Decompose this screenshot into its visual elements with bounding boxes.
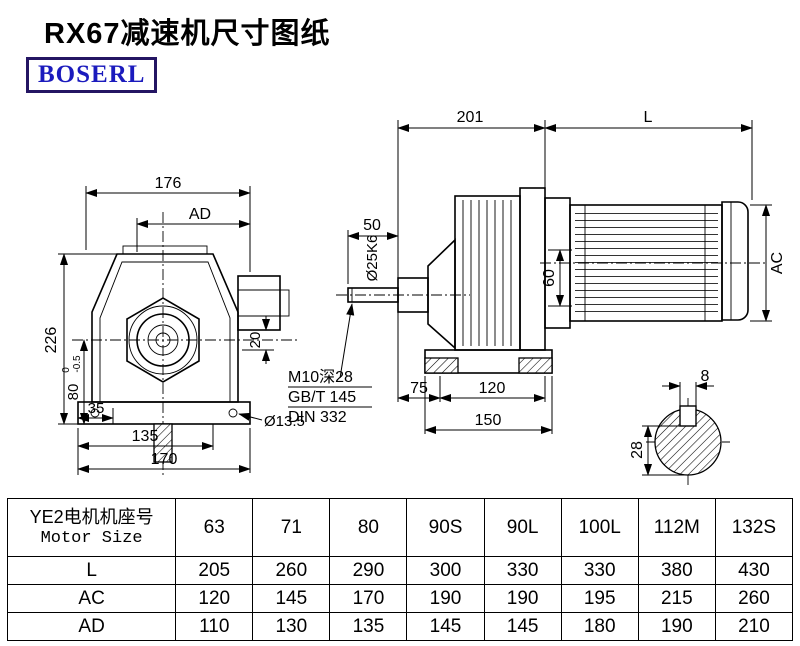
dimension-table: YE2电机机座号 Motor Size 63 71 80 90S 90L 100… bbox=[6, 498, 794, 641]
dim-50-label: 50 bbox=[363, 217, 381, 234]
dim-ad-label: AD bbox=[189, 206, 211, 223]
dim-150-label: 150 bbox=[475, 412, 502, 429]
table-cell: 330 bbox=[560, 556, 639, 585]
col-header-80: 80 bbox=[329, 498, 408, 557]
table-header-row: YE2电机机座号 Motor Size 63 71 80 90S 90L 100… bbox=[6, 498, 794, 557]
row-label-ad: AD bbox=[6, 612, 177, 641]
front-view-labels: 176 AD 226 80 0 -0.5 35 135 170 20 Ø13.5 bbox=[43, 175, 305, 468]
table-cell: 120 bbox=[175, 584, 254, 613]
table-cell: 260 bbox=[252, 556, 331, 585]
table-cell: 190 bbox=[483, 584, 562, 613]
table-row-l: L 205 260 290 300 330 330 380 430 bbox=[6, 556, 794, 585]
front-view-centerlines bbox=[72, 212, 298, 478]
dim-120-label: 120 bbox=[479, 380, 506, 397]
motor-size-header-en: Motor Size bbox=[40, 529, 143, 548]
side-view-labels: 201 L 50 Ø25K6 60 AC M10深28 GB/T 145 DIN… bbox=[288, 109, 786, 429]
table-cell: 135 bbox=[329, 612, 408, 641]
table-cell: 205 bbox=[175, 556, 254, 585]
table-cell: 215 bbox=[637, 584, 716, 613]
dim-135-label: 135 bbox=[132, 428, 159, 445]
dim-28-label: 28 bbox=[629, 441, 646, 459]
col-header-90l: 90L bbox=[483, 498, 562, 557]
side-view-geometry bbox=[347, 187, 749, 374]
table-cell: 260 bbox=[714, 584, 794, 613]
col-header-112m: 112M bbox=[637, 498, 716, 557]
table-cell: 110 bbox=[175, 612, 254, 641]
note-gbt-label: GB/T 145 bbox=[288, 389, 356, 406]
col-header-63: 63 bbox=[175, 498, 254, 557]
note-din-label: DIN 332 bbox=[288, 409, 347, 426]
table-cell: 210 bbox=[714, 612, 794, 641]
table-cell: 380 bbox=[637, 556, 716, 585]
motor-size-header: YE2电机机座号 Motor Size bbox=[6, 498, 177, 557]
dim-60-label: 60 bbox=[541, 269, 558, 287]
dim-shaft-label: Ø25K6 bbox=[364, 235, 381, 282]
dim-l-label: L bbox=[644, 109, 653, 126]
shaft-section-detail: 8 28 bbox=[629, 368, 730, 486]
col-header-90s: 90S bbox=[406, 498, 485, 557]
table-cell: 145 bbox=[252, 584, 331, 613]
table-cell: 300 bbox=[406, 556, 485, 585]
dim-80-label: 80 bbox=[65, 384, 82, 401]
dim-80-tol-upper: 0 bbox=[61, 367, 72, 373]
dim-hole-label: Ø13.5 bbox=[264, 413, 305, 430]
table-cell: 190 bbox=[637, 612, 716, 641]
page-title: RX67减速机尺寸图纸 bbox=[44, 18, 331, 50]
dim-ac-label: AC bbox=[769, 252, 786, 274]
table-cell: 190 bbox=[406, 584, 485, 613]
dim-80-tol-lower: -0.5 bbox=[72, 355, 83, 373]
table-row-ac: AC 120 145 170 190 190 195 215 260 bbox=[6, 584, 794, 613]
dim-key-width-label: 8 bbox=[701, 368, 710, 385]
col-header-71: 71 bbox=[252, 498, 331, 557]
row-label-l: L bbox=[6, 556, 177, 585]
dim-20-label: 20 bbox=[247, 332, 264, 349]
dim-75-label: 75 bbox=[410, 380, 428, 397]
dim-176-label: 176 bbox=[155, 175, 182, 192]
row-label-ac: AC bbox=[6, 584, 177, 613]
table-row-ad: AD 110 130 135 145 145 180 190 210 bbox=[6, 612, 794, 641]
table-cell: 180 bbox=[560, 612, 639, 641]
motor-size-header-cn: YE2电机机座号 bbox=[29, 506, 154, 527]
table-cell: 130 bbox=[252, 612, 331, 641]
table-cell: 195 bbox=[560, 584, 639, 613]
technical-drawing: 176 AD 226 80 0 -0.5 35 135 170 20 Ø13.5 bbox=[43, 109, 786, 486]
table-cell: 430 bbox=[714, 556, 794, 585]
brand-logo: BOSERL bbox=[26, 57, 158, 93]
table-cell: 170 bbox=[329, 584, 408, 613]
table-cell: 145 bbox=[483, 612, 562, 641]
note-m10-label: M10深28 bbox=[288, 368, 353, 386]
front-view-geometry bbox=[77, 245, 290, 463]
brand-logo-text: BOSERL bbox=[38, 61, 146, 88]
col-header-100l: 100L bbox=[560, 498, 639, 557]
table-cell: 145 bbox=[406, 612, 485, 641]
side-view-dimensions bbox=[288, 120, 772, 435]
table-cell: 290 bbox=[329, 556, 408, 585]
dim-201-label: 201 bbox=[457, 109, 484, 126]
front-view-dimensions bbox=[58, 186, 274, 475]
table-cell: 330 bbox=[483, 556, 562, 585]
dim-170-label: 170 bbox=[151, 451, 178, 468]
dim-226-label: 226 bbox=[43, 327, 60, 354]
dim-35-label: 35 bbox=[88, 400, 105, 417]
col-header-132s: 132S bbox=[714, 498, 794, 557]
